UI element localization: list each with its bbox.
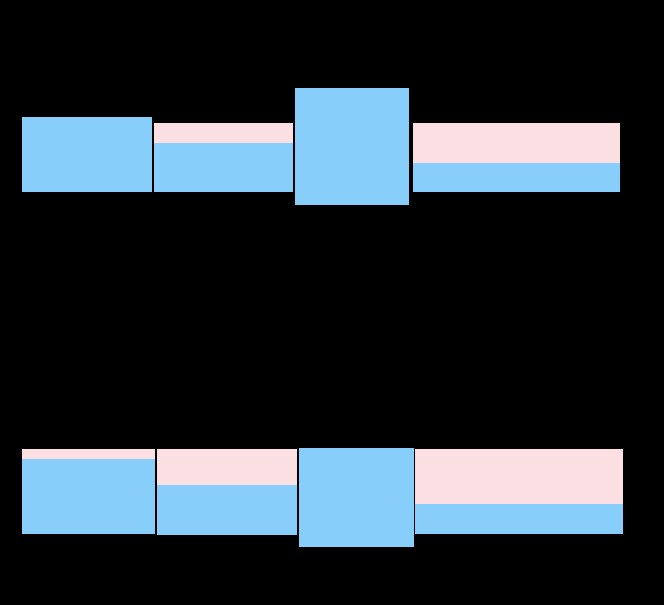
mosaic-segment-blue <box>299 448 414 547</box>
mosaic-segment-pink <box>415 449 623 504</box>
mosaic-cell-r1c2 <box>153 122 294 193</box>
mosaic-cell-r2c2 <box>156 448 298 536</box>
mosaic-segment-pink <box>157 449 297 486</box>
mosaic-segment-blue <box>22 117 152 192</box>
mosaic-segment-pink <box>22 449 155 459</box>
mosaic-segment-blue <box>415 503 623 534</box>
mosaic-cell-r1c4 <box>412 122 621 193</box>
mosaic-cell-r2c1 <box>21 448 156 535</box>
mosaic-segment-blue <box>154 143 293 192</box>
mosaic-segment-blue <box>22 458 155 534</box>
mosaic-segment-pink <box>413 123 620 163</box>
mosaic-cell-r2c3 <box>298 447 415 548</box>
mosaic-cell-r1c1 <box>21 116 153 193</box>
mosaic-segment-blue <box>295 88 409 205</box>
mosaic-segment-pink <box>154 123 293 144</box>
mosaic-cell-r1c3 <box>294 87 410 206</box>
mosaic-segment-blue <box>157 485 297 535</box>
mosaic-segment-blue <box>413 162 620 192</box>
mosaic-cell-r2c4 <box>414 448 624 535</box>
